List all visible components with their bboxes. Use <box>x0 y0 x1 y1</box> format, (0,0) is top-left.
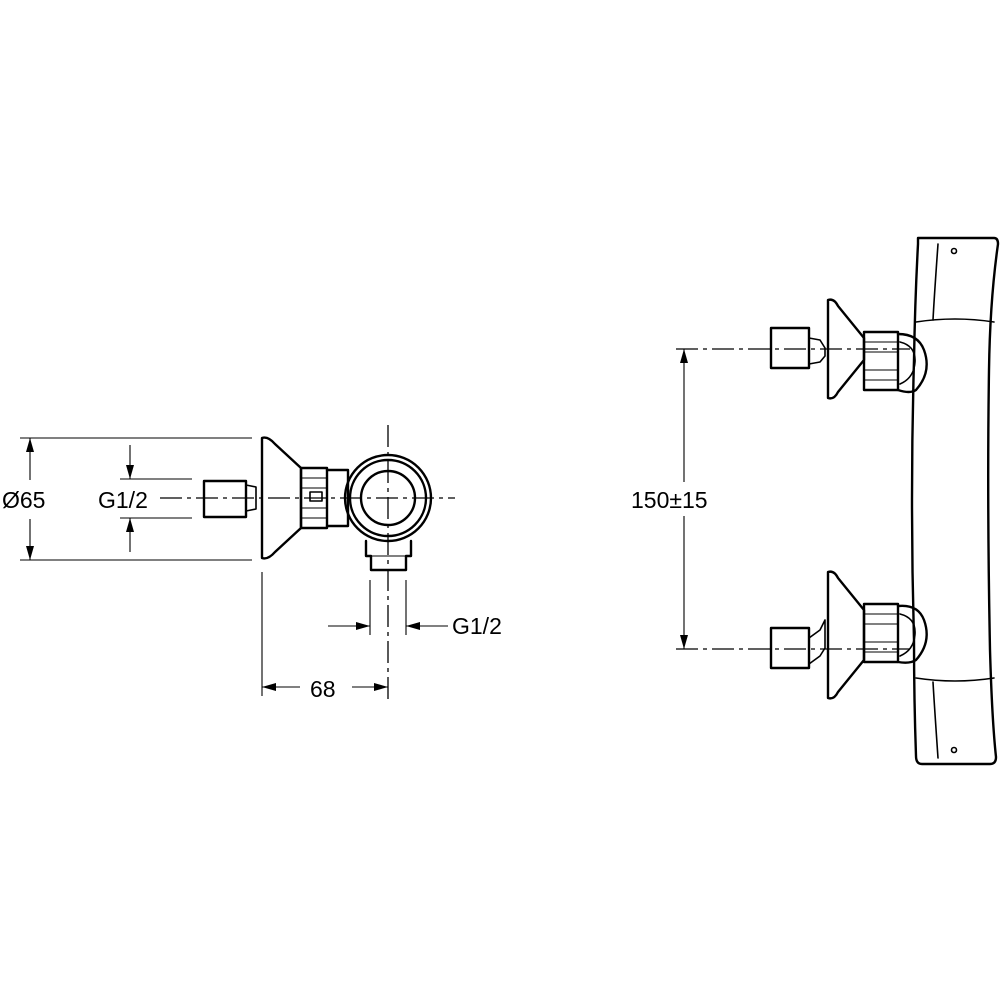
centre-distance-label: 150±15 <box>631 487 708 513</box>
centre-distance-dimension: 150±15 <box>631 349 708 649</box>
front-view: 150±15 <box>631 236 1000 766</box>
body-bore <box>359 469 417 527</box>
body-lower-highlight <box>932 681 939 759</box>
body-upper-seam <box>915 318 995 323</box>
diameter-dimension: Ø65 <box>2 437 252 561</box>
body-connector <box>325 468 350 528</box>
thermostat-body <box>910 236 1000 766</box>
upper-bend <box>896 332 928 394</box>
inlet-nut <box>202 479 248 519</box>
lower-inlet-neck <box>808 619 826 665</box>
upper-hex-nut <box>862 330 900 392</box>
upper-inlet-nut <box>769 326 811 370</box>
lower-screw <box>950 746 958 754</box>
body-outer-circle <box>343 453 433 543</box>
lower-inlet-nut <box>769 626 811 670</box>
body-inner-ring <box>348 458 428 538</box>
side-view: Ø65 G1/2 G1/2 6 <box>2 425 502 702</box>
body-upper-highlight <box>932 243 939 321</box>
nut-flat <box>309 491 323 502</box>
outlet-thread-dimension: G1/2 <box>328 580 502 639</box>
upper-screw <box>950 247 958 255</box>
upper-inlet-neck <box>808 337 826 365</box>
diameter-label: Ø65 <box>2 487 45 513</box>
lower-bend-inner <box>899 613 916 657</box>
body-lower-seam <box>915 677 995 682</box>
lower-connector <box>769 570 928 700</box>
upper-connector <box>769 298 928 400</box>
upper-bend-inner <box>899 341 916 385</box>
outlet-thread-label: G1/2 <box>452 613 502 639</box>
depth-label: 68 <box>310 676 336 702</box>
lower-bend <box>896 604 928 664</box>
inlet-thread-label: G1/2 <box>98 487 148 513</box>
inlet-neck <box>245 484 257 512</box>
lower-flange <box>826 570 866 700</box>
depth-dimension: 68 <box>261 572 388 702</box>
inlet-thread-dimension: G1/2 <box>98 445 192 552</box>
lower-hex-nut <box>862 602 900 664</box>
